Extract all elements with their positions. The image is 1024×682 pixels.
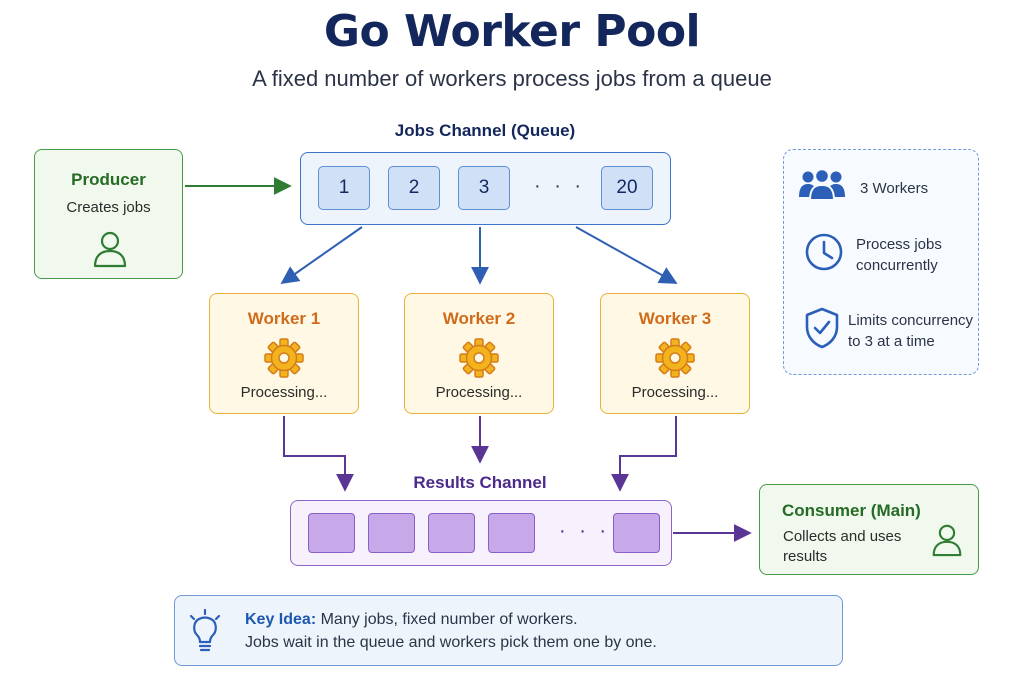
producer-box: Producer Creates jobs (34, 149, 183, 279)
result-cell (308, 513, 355, 553)
consumer-box: Consumer (Main) Collects and uses result… (759, 484, 979, 575)
worker-status: Processing... (240, 384, 328, 401)
arrow-jobs-to-worker-3 (575, 226, 678, 284)
result-cell (428, 513, 475, 553)
worker-status: Processing... (435, 384, 523, 401)
user-icon (932, 524, 962, 557)
worker-title: Worker 1 (247, 309, 321, 328)
page-subtitle: A fixed number of workers process jobs f… (252, 66, 772, 91)
job-cell: 1 (318, 166, 370, 210)
producer-title: Producer (71, 170, 146, 189)
info-limits-line-1: Limits concurrency (848, 312, 974, 329)
results-channel-label: Results Channel (413, 473, 547, 492)
consumer-subtitle-line-1: Collects and uses (783, 528, 902, 545)
consumer-subtitle-line-2: results (783, 548, 828, 565)
consumer-title: Consumer (Main) (782, 501, 921, 520)
results-ellipsis: · · · (559, 520, 611, 542)
arrow-jobs-to-worker-1 (280, 226, 363, 285)
users-icon (799, 168, 845, 201)
arrow-worker-1-to-results (283, 416, 354, 492)
job-cell: 20 (601, 166, 653, 210)
info-panel: 3 Workers Process jobs concurrently Limi… (783, 149, 979, 375)
gear-icon (459, 338, 499, 378)
page-title: Go Worker Pool (323, 6, 701, 57)
info-concurrent-line-2: concurrently (856, 257, 938, 274)
info-limits-line-2: to 3 at a time (848, 333, 935, 350)
lightbulb-icon (189, 609, 221, 652)
jobs-channel: 1 2 3 · · · 20 (300, 152, 671, 225)
result-cell (368, 513, 415, 553)
worker-2-box: Worker 2 Processing... (404, 293, 554, 414)
key-idea-line-2: Jobs wait in the queue and workers pick … (245, 634, 657, 651)
result-cell (613, 513, 660, 553)
job-cell: 3 (458, 166, 510, 210)
result-cell (488, 513, 535, 553)
results-channel: · · · (290, 500, 672, 566)
shield-check-icon (805, 307, 839, 349)
gear-icon (264, 338, 304, 378)
jobs-channel-label: Jobs Channel (Queue) (394, 121, 576, 140)
key-idea-line-1: Key Idea: Many jobs, fixed number of wor… (245, 611, 578, 629)
user-icon (93, 231, 127, 268)
jobs-ellipsis: · · · (534, 175, 586, 197)
key-idea-box: Key Idea: Many jobs, fixed number of wor… (174, 595, 843, 666)
info-workers-text: 3 Workers (860, 180, 929, 197)
worker-title: Worker 3 (638, 309, 712, 328)
gear-icon (655, 338, 695, 378)
clock-icon (805, 233, 843, 271)
worker-3-box: Worker 3 Processing... (600, 293, 750, 414)
key-idea-text-1: Many jobs, fixed number of workers. (320, 611, 578, 628)
job-cell: 2 (388, 166, 440, 210)
producer-subtitle: Creates jobs (66, 199, 151, 216)
worker-1-box: Worker 1 Processing... (209, 293, 359, 414)
arrow-worker-3-to-results (611, 416, 677, 492)
worker-status: Processing... (631, 384, 719, 401)
key-idea-label: Key Idea: (245, 611, 317, 628)
worker-title: Worker 2 (442, 309, 516, 328)
info-concurrent-line-1: Process jobs (856, 236, 942, 253)
